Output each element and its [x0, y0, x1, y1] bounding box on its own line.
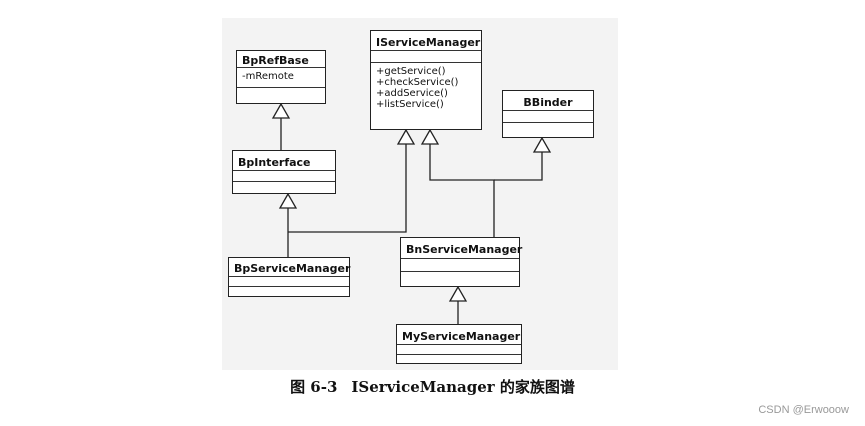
- member: +addService(): [376, 88, 448, 99]
- class-bpservicemanager: BpServiceManager: [228, 257, 350, 297]
- class-bpinterface: BpInterface: [232, 150, 336, 194]
- class-name: BnServiceManager: [401, 238, 522, 259]
- attributes-section: -mRemote: [237, 68, 325, 88]
- arrowhead-bbinder: [532, 136, 552, 153]
- operations-section: [401, 272, 519, 285]
- class-name: BBinder: [503, 91, 593, 111]
- operations-section: +getService() +checkService() +addServic…: [371, 63, 481, 110]
- arrowhead-iservicemanager-right: [420, 128, 440, 145]
- arrowhead-iservicemanager-left: [396, 128, 416, 145]
- figure-caption: 图 6-3 IServiceManager 的家族图谱: [0, 376, 865, 397]
- arrowhead-bprefbase: [271, 102, 291, 119]
- member: +getService(): [376, 66, 446, 77]
- class-name: BpServiceManager: [229, 258, 350, 277]
- attributes-section: [503, 111, 593, 123]
- arrowhead-bnservicemanager: [448, 285, 468, 302]
- class-bprefbase: BpRefBase -mRemote: [236, 50, 326, 104]
- class-iservicemanager: IServiceManager +getService() +checkServ…: [370, 30, 482, 130]
- operations-section: [233, 182, 335, 192]
- member: +listService(): [376, 99, 444, 110]
- class-name: MyServiceManager: [397, 325, 521, 345]
- figure-title: IServiceManager 的家族图谱: [351, 378, 575, 396]
- attributes-section: [397, 345, 521, 355]
- class-name: IServiceManager: [371, 31, 481, 51]
- edge-bpservicemanager-iservicemanager: [288, 144, 407, 233]
- operations-section: [229, 287, 349, 295]
- class-name: BpInterface: [233, 151, 335, 171]
- operations-section: [503, 123, 593, 136]
- edge-bnservicemanager-bbinder: [494, 152, 543, 181]
- attributes-section: [401, 259, 519, 272]
- class-bbinder: BBinder: [502, 90, 594, 138]
- operations-section: [237, 88, 325, 102]
- class-myservicemanager: MyServiceManager: [396, 324, 522, 364]
- attributes-section: [229, 277, 349, 287]
- class-name: BpRefBase: [237, 51, 325, 68]
- class-bnservicemanager: BnServiceManager: [400, 237, 522, 287]
- watermark: CSDN @Erwooow: [758, 404, 849, 416]
- member: -mRemote: [242, 71, 294, 82]
- arrowhead-bpinterface: [278, 192, 298, 209]
- edge-bnservicemanager-iservicemanager: [429, 144, 495, 237]
- attributes-section: [371, 51, 481, 63]
- member: +checkService(): [376, 77, 459, 88]
- operations-section: [397, 355, 521, 362]
- figure-number: 图 6-3: [290, 378, 338, 396]
- attributes-section: [233, 171, 335, 182]
